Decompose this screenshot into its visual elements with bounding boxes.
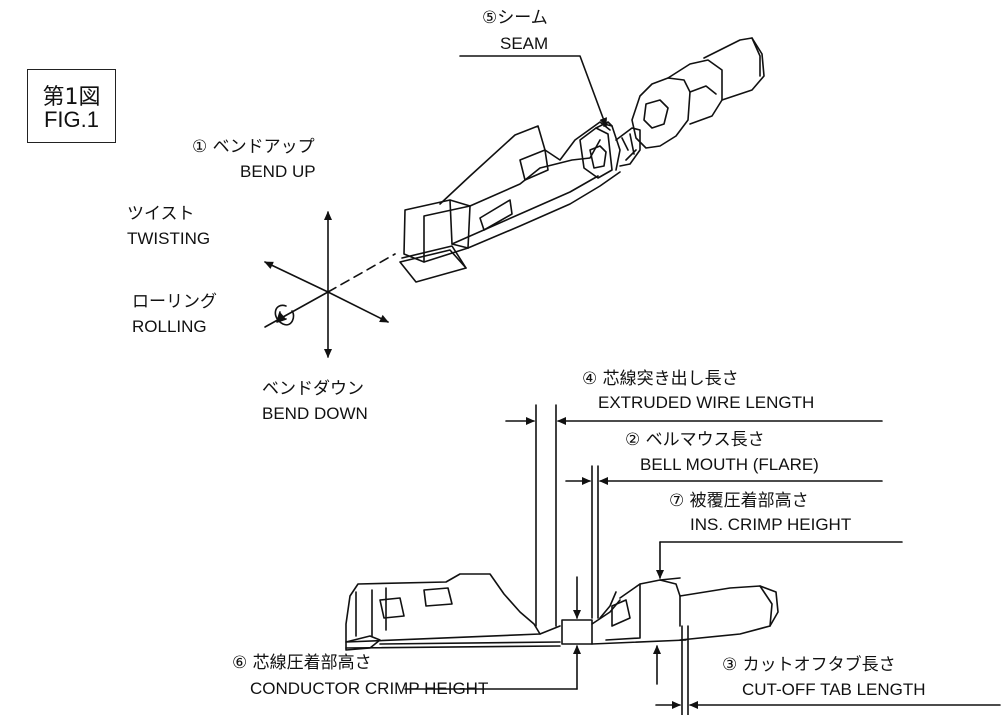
figure-number-box: 第1図 FIG.1: [27, 69, 116, 143]
extruded-wire-label-jp: ④ 芯線突き出し長さ: [582, 369, 739, 389]
figure-number-en: FIG.1: [43, 107, 99, 132]
dim-bell-mouth: [565, 465, 883, 619]
twist-arrow-left: [264, 261, 329, 293]
twisting-label-en: TWISTING: [127, 229, 211, 248]
rolling-label-en: ROLLING: [132, 317, 207, 336]
bend-down-label-en: BEND DOWN: [262, 404, 368, 423]
rolling-loop-arrow: [274, 304, 295, 326]
bend-up-label-jp: ① ベンドアップ: [192, 137, 315, 157]
ins-crimp-label-jp: ⑦ 被覆圧着部高さ: [669, 491, 809, 511]
axis-symbol: [264, 211, 396, 358]
dim-conductor-crimp-height: [404, 576, 581, 690]
rolling-label-jp: ローリング: [132, 292, 217, 312]
terminal-side-view: [345, 573, 779, 651]
conductor-crimp-label-en: CONDUCTOR CRIMP HEIGHT: [250, 679, 489, 698]
cutoff-tab-label-en: CUT-OFF TAB LENGTH: [742, 680, 926, 699]
seam-leader: [459, 55, 607, 127]
rolling-axis: [264, 291, 329, 328]
conductor-crimp-label-jp: ⑥ 芯線圧着部高さ: [232, 653, 372, 673]
bend-up-label-en: BEND UP: [240, 162, 316, 181]
dim-ins-crimp-height: [656, 541, 903, 579]
terminal-3d: [399, 37, 765, 283]
dim-cutoff-tab: [653, 625, 1001, 715]
twisting-label-jp: ツイスト: [127, 204, 195, 224]
twist-arrow-right: [327, 291, 389, 323]
figure-number-jp: 第1図: [42, 85, 101, 110]
cutoff-tab-label-jp: ③ カットオフタブ長さ: [722, 655, 896, 675]
dim-extruded-wire: [505, 404, 883, 627]
seam-label-jp: ⑤シーム: [482, 8, 548, 28]
bell-mouth-label-en: BELL MOUTH (FLARE): [640, 455, 819, 474]
bell-mouth-label-jp: ② ベルマウス長さ: [625, 430, 765, 450]
bend-down-label-jp: ベンドダウン: [262, 379, 364, 399]
extruded-wire-label-en: EXTRUDED WIRE LENGTH: [598, 393, 815, 412]
terminal-axis-dashed: [327, 253, 396, 293]
seam-label-en: SEAM: [500, 34, 549, 53]
ins-crimp-label-en: INS. CRIMP HEIGHT: [690, 515, 852, 534]
